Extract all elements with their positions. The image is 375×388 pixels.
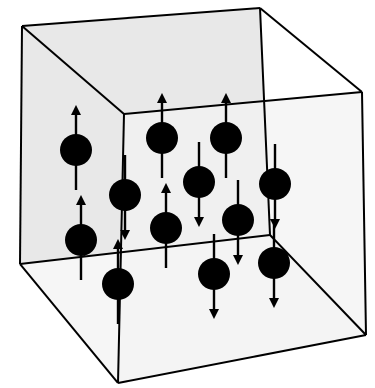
edge-left-vertical [19,25,23,265]
spin-ball [146,122,178,154]
spin-particle-up [60,104,92,190]
spin-particle-down [222,180,254,266]
spin-particle-up [150,182,182,268]
edge-left-top [21,25,125,115]
edge-front-bottom [117,334,367,384]
spin-ball [102,268,134,300]
spin-ball [259,168,291,200]
spin-particle-down [109,155,141,241]
spin-particle-down [183,142,215,228]
spin-ball [150,212,182,244]
edge-front-top [123,91,363,115]
spin-particle-down [259,144,291,230]
spin-ball [198,258,230,290]
spin-ball [258,247,290,279]
spin-ball [65,224,97,256]
spin-ball [109,179,141,211]
edge-front-right [361,91,367,336]
edge-back-top [21,7,261,27]
particle-layer [60,92,291,324]
edge-floor-back [269,234,367,336]
spin-particle-up [210,92,242,178]
spin-particle-down [198,234,230,320]
spin-ball [60,134,92,166]
spin-particle-up [146,92,178,178]
edge-back-bottom [19,234,271,265]
edge-left-bottom [19,263,119,384]
spin-particle-up [102,238,134,324]
spin-ball [183,166,215,198]
edge-top-right [259,7,363,93]
spin-particle-down [258,223,290,309]
spin-ball [222,204,254,236]
spin-particle-up [65,194,97,280]
front-edges [19,7,367,384]
spin-ball [210,122,242,154]
